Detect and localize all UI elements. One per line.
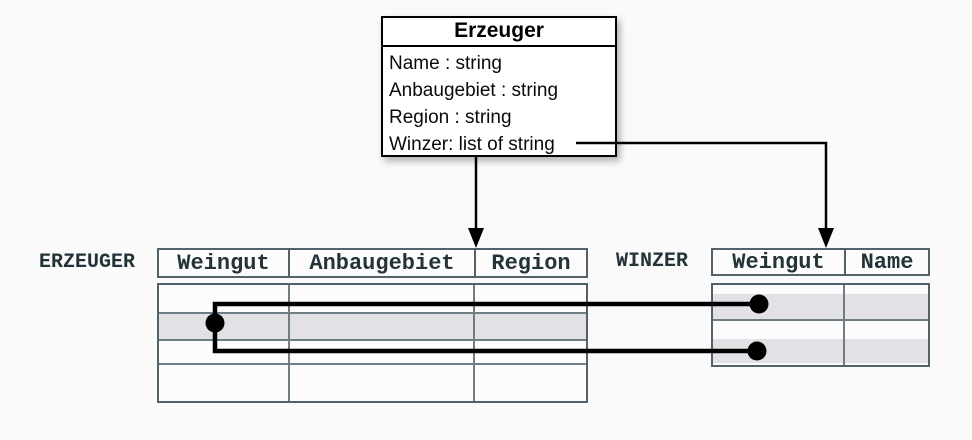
erzeuger-gridline (159, 312, 586, 314)
class-attribute-region: Region : string (389, 107, 512, 128)
winzer-col-weingut: Weingut (732, 250, 825, 274)
erzeuger-col-weingut: Weingut (177, 250, 270, 276)
winzer-shaded-row (713, 294, 928, 319)
winzer-table-body (711, 283, 930, 367)
class-attribute-name: Name : string (389, 53, 502, 74)
erzeuger-table-body (157, 283, 588, 403)
erzeuger-table-label: ERZEUGER (39, 251, 136, 274)
winzer-column-separator (843, 285, 845, 365)
arrow-down-icon (818, 228, 834, 248)
class-attribute-winzer: Winzer: list of string (389, 134, 555, 155)
erzeuger-shaded-row (159, 313, 586, 340)
class-title: Erzeuger (383, 18, 615, 47)
winzer-shaded-row (713, 339, 928, 363)
erzeuger-gridline (159, 363, 586, 365)
winzer-table-label: WINZER (616, 250, 689, 273)
winzer-table-header: Weingut Name (711, 248, 930, 276)
winzer-col-name: Name (844, 250, 928, 274)
erzeuger-col-anbaugebiet: Anbaugebiet (288, 250, 474, 276)
erzeuger-column-separator (288, 285, 290, 401)
arrow-down-icon (468, 228, 484, 248)
erzeuger-col-region: Region (474, 250, 586, 276)
class-attribute-list: Name : string Anbaugebiet : string Regio… (383, 47, 615, 158)
erzeuger-gridline (159, 339, 586, 341)
class-attribute-anbaugebiet: Anbaugebiet : string (389, 80, 559, 101)
erzeuger-column-separator (473, 285, 475, 401)
erzeuger-table-header: Weingut Anbaugebiet Region (157, 248, 588, 278)
winzer-gridline (713, 319, 928, 321)
class-box-erzeuger: Erzeuger Name : string Anbaugebiet : str… (381, 16, 617, 157)
